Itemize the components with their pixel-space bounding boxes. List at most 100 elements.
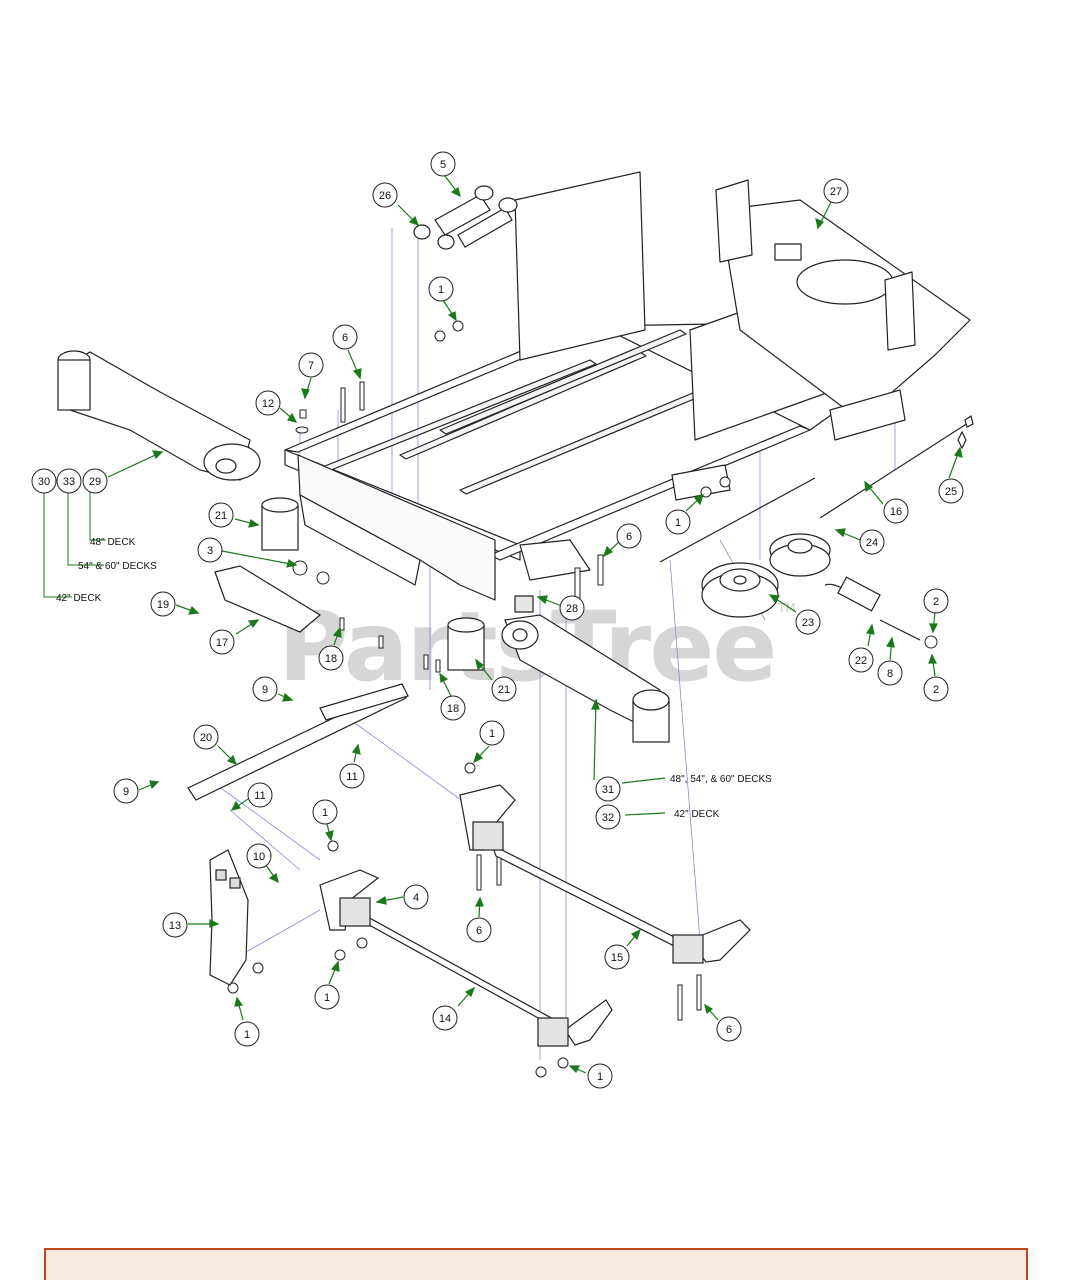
callout-bubble[interactable]: 1 bbox=[312, 799, 338, 825]
svg-text:9: 9 bbox=[123, 786, 129, 798]
svg-text:14: 14 bbox=[439, 1013, 451, 1025]
callout-bubble[interactable]: 32 bbox=[595, 804, 621, 830]
callout-bubble[interactable]: 18 bbox=[318, 645, 344, 671]
callout-bubble[interactable]: 9 bbox=[113, 778, 139, 804]
svg-text:24: 24 bbox=[866, 537, 878, 549]
callout-bubble[interactable]: 33 bbox=[56, 468, 82, 494]
svg-text:12: 12 bbox=[262, 398, 274, 410]
svg-text:1: 1 bbox=[438, 284, 444, 296]
callout-bubble[interactable]: 1 bbox=[234, 1021, 260, 1047]
right-caster-arm bbox=[501, 614, 670, 743]
svg-text:21: 21 bbox=[215, 510, 227, 522]
lift-shafts bbox=[319, 784, 751, 1047]
nuts bbox=[227, 320, 938, 1078]
callout-bubble[interactable]: 31 bbox=[595, 776, 621, 802]
adjustment-rods bbox=[659, 415, 974, 563]
callout-bubble[interactable]: 18 bbox=[440, 695, 466, 721]
svg-text:1: 1 bbox=[489, 728, 495, 740]
callout-bubble[interactable]: 26 bbox=[372, 182, 398, 208]
note-48-54-60-decks: 48", 54", & 60" DECKS bbox=[670, 774, 772, 785]
callout-bubble[interactable]: 13 bbox=[162, 912, 188, 938]
callout-bubble[interactable]: 11 bbox=[247, 782, 273, 808]
callout-bubble[interactable]: 3 bbox=[197, 537, 223, 563]
callout-bubble[interactable]: 6 bbox=[332, 324, 358, 350]
callout-bubble[interactable]: 1 bbox=[479, 720, 505, 746]
note-42-deck: 42" DECK bbox=[56, 593, 102, 604]
svg-text:21: 21 bbox=[498, 684, 510, 696]
svg-text:30: 30 bbox=[38, 476, 50, 488]
callout-bubble[interactable]: 1 bbox=[587, 1063, 613, 1089]
callout-bubble[interactable]: 6 bbox=[616, 523, 642, 549]
svg-text:5: 5 bbox=[440, 159, 446, 171]
callout-bubble[interactable]: 16 bbox=[883, 498, 909, 524]
hanger-bracket-13 bbox=[209, 849, 249, 986]
svg-text:31: 31 bbox=[602, 784, 614, 796]
callout-bubble[interactable]: 6 bbox=[466, 917, 492, 943]
idler-pulleys bbox=[701, 533, 831, 618]
callout-bubble[interactable]: 29 bbox=[82, 468, 108, 494]
svg-text:19: 19 bbox=[157, 599, 169, 611]
callout-bubble[interactable]: 25 bbox=[938, 478, 964, 504]
callout-bubble[interactable]: 1 bbox=[314, 984, 340, 1010]
svg-text:18: 18 bbox=[447, 703, 459, 715]
svg-text:13: 13 bbox=[169, 920, 181, 932]
svg-text:18: 18 bbox=[325, 653, 337, 665]
callout-bubble[interactable]: 14 bbox=[432, 1005, 458, 1031]
svg-text:1: 1 bbox=[244, 1029, 250, 1041]
watermark-tm: TM bbox=[777, 601, 796, 615]
callout-bubble[interactable]: 10 bbox=[246, 843, 272, 869]
svg-text:32: 32 bbox=[602, 812, 614, 824]
callout-bubble[interactable]: 2 bbox=[923, 588, 949, 614]
callout-bubble[interactable]: 30 bbox=[31, 468, 57, 494]
callout-leaders bbox=[107, 175, 963, 1074]
callout-bubble[interactable]: 21 bbox=[491, 676, 517, 702]
bolts bbox=[295, 381, 702, 1021]
callout-bubble[interactable]: 23 bbox=[795, 609, 821, 635]
callout-bubble[interactable]: 9 bbox=[252, 676, 278, 702]
callout-bubble[interactable]: 11 bbox=[339, 763, 365, 789]
svg-text:25: 25 bbox=[945, 486, 957, 498]
svg-text:22: 22 bbox=[855, 655, 867, 667]
callout-bubble[interactable]: 27 bbox=[823, 178, 849, 204]
svg-text:4: 4 bbox=[413, 892, 419, 904]
svg-text:15: 15 bbox=[611, 952, 623, 964]
note-48-deck: 48" DECK bbox=[90, 537, 136, 548]
callout-bubble[interactable]: 4 bbox=[403, 884, 429, 910]
callout-bubble[interactable]: 1 bbox=[428, 276, 454, 302]
callout-bubble[interactable]: 8 bbox=[877, 660, 903, 686]
deck-lift-bar bbox=[187, 683, 409, 801]
callout-bubble[interactable]: 7 bbox=[298, 352, 324, 378]
svg-text:10: 10 bbox=[253, 851, 265, 863]
note-54-60-decks: 54" & 60" DECKS bbox=[78, 561, 157, 572]
svg-text:1: 1 bbox=[597, 1071, 603, 1083]
callout-bubble[interactable]: 15 bbox=[604, 944, 630, 970]
svg-text:27: 27 bbox=[830, 186, 842, 198]
callout-bubble[interactable]: 22 bbox=[848, 647, 874, 673]
pins-and-washers bbox=[413, 185, 518, 250]
svg-text:29: 29 bbox=[89, 476, 101, 488]
callout-bubble[interactable]: 28 bbox=[559, 595, 585, 621]
callout-bubble[interactable]: 19 bbox=[150, 591, 176, 617]
main-frame bbox=[284, 171, 971, 613]
callout-bubble[interactable]: 6 bbox=[716, 1016, 742, 1042]
callout-bubble[interactable]: 12 bbox=[255, 390, 281, 416]
note-42-deck-b: 42" DECK bbox=[674, 809, 720, 820]
callout-bubble[interactable]: 5 bbox=[430, 151, 456, 177]
callout-bubble[interactable]: 24 bbox=[859, 529, 885, 555]
note-leaders bbox=[43, 490, 106, 598]
callout-bubble[interactable]: 17 bbox=[209, 629, 235, 655]
callout-bubble[interactable]: 20 bbox=[193, 724, 219, 750]
callout-bubble[interactable]: 1 bbox=[665, 509, 691, 535]
svg-text:16: 16 bbox=[890, 506, 902, 518]
svg-text:1: 1 bbox=[675, 517, 681, 529]
callout-bubble[interactable]: 21 bbox=[208, 502, 234, 528]
svg-text:23: 23 bbox=[802, 617, 814, 629]
callout-bubble[interactable]: 2 bbox=[923, 676, 949, 702]
svg-text:20: 20 bbox=[200, 732, 212, 744]
deck-notes: 48" DECK 54" & 60" DECKS 42" DECK 48", 5… bbox=[56, 537, 772, 820]
svg-text:6: 6 bbox=[342, 332, 348, 344]
tension-spring bbox=[824, 576, 921, 641]
svg-text:1: 1 bbox=[324, 992, 330, 1004]
left-caster-arm bbox=[57, 350, 261, 481]
